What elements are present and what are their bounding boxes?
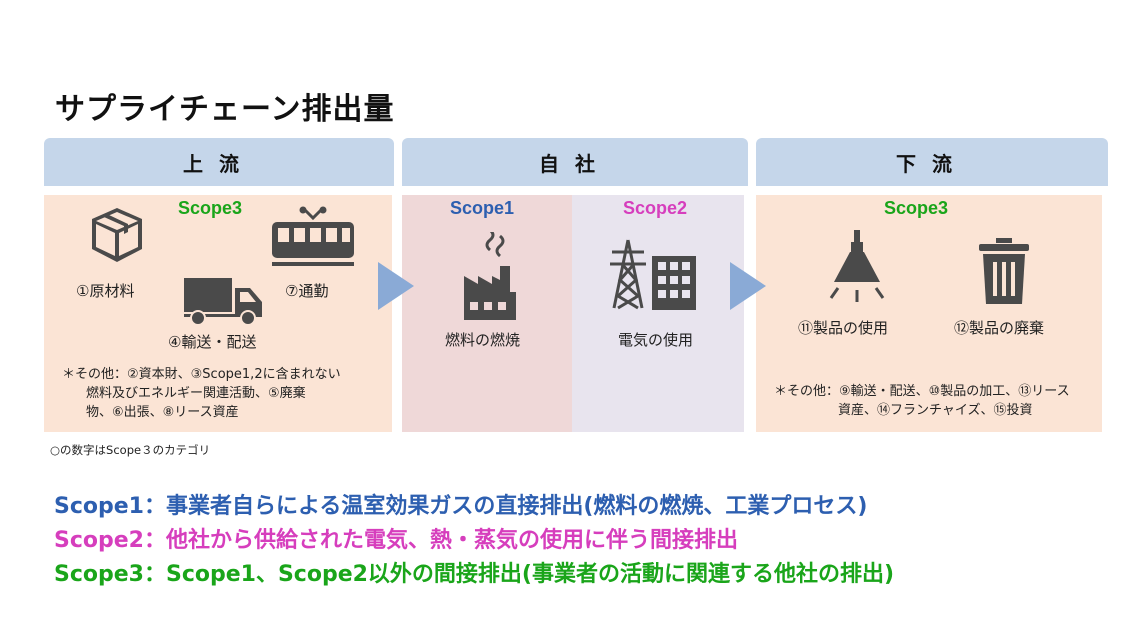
scope2-label: Scope2 — [623, 198, 688, 218]
label-product-use: ⑪製品の使用 — [798, 319, 889, 337]
downstream-scope-label: Scope3 — [884, 198, 949, 218]
definition-scope2: Scope2：他社から供給された電気、熱・蒸気の使用に伴う間接排出 — [54, 528, 738, 553]
train-icon — [270, 206, 356, 268]
downstream-note: ＊その他：⑨輸送・配送、⑩製品の加工、⑬リース 資産、⑭フランチャイズ、⑮投資 — [774, 382, 1070, 420]
label-product-disposal: ⑫製品の廃棄 — [954, 319, 1045, 337]
truck-icon — [182, 276, 264, 326]
header-own-company: 自社 — [402, 138, 748, 186]
label-electricity-use: 電気の使用 — [618, 331, 694, 349]
upstream-note-line: 燃料及びエネルギー関連活動、⑤廃棄 — [86, 386, 306, 401]
upstream-note-line: ＊その他：②資本財、③Scope1,2に含まれない — [62, 367, 341, 382]
upstream-note: ＊その他：②資本財、③Scope1,2に含まれない 燃料及びエネルギー関連活動、… — [62, 365, 341, 422]
header-downstream: 下流 — [756, 138, 1108, 186]
header-upstream: 上流 — [44, 138, 394, 186]
label-fuel-combustion: 燃料の燃焼 — [445, 331, 521, 349]
label-commuting: ⑦通勤 — [285, 282, 329, 300]
factory-icon — [460, 232, 526, 322]
flow-arrow-own-to-downstream — [730, 262, 766, 310]
definition-scope3: Scope3：Scope1、Scope2以外の間接排出(事業者の活動に関連する他… — [54, 562, 895, 587]
downstream-note-line: 資産、⑭フランチャイズ、⑮投資 — [838, 403, 1033, 418]
definition-scope1: Scope1：事業者自らによる温室効果ガスの直接排出(燃料の燃焼、工業プロセス) — [54, 494, 868, 519]
label-raw-materials: ①原材料 — [76, 282, 135, 300]
panel-scope2 — [572, 195, 744, 432]
lamp-icon — [826, 228, 888, 308]
upstream-scope-label: Scope3 — [178, 198, 243, 218]
upstream-note-line: 物、⑥出張、⑧リース資産 — [86, 405, 239, 420]
page-title: サプライチェーン排出量 — [55, 92, 395, 127]
trash-can-icon — [976, 236, 1032, 306]
box-icon — [88, 205, 146, 265]
scope1-label: Scope1 — [450, 198, 515, 218]
downstream-note-line: ＊その他：⑨輸送・配送、⑩製品の加工、⑬リース — [774, 384, 1070, 399]
panel-downstream — [756, 195, 1102, 432]
flow-arrow-upstream-to-own — [378, 262, 414, 310]
power-tower-icon — [610, 238, 702, 310]
footnote: ○の数字はScope３のカテゴリ — [50, 443, 211, 457]
label-transport: ④輸送・配送 — [168, 333, 257, 351]
